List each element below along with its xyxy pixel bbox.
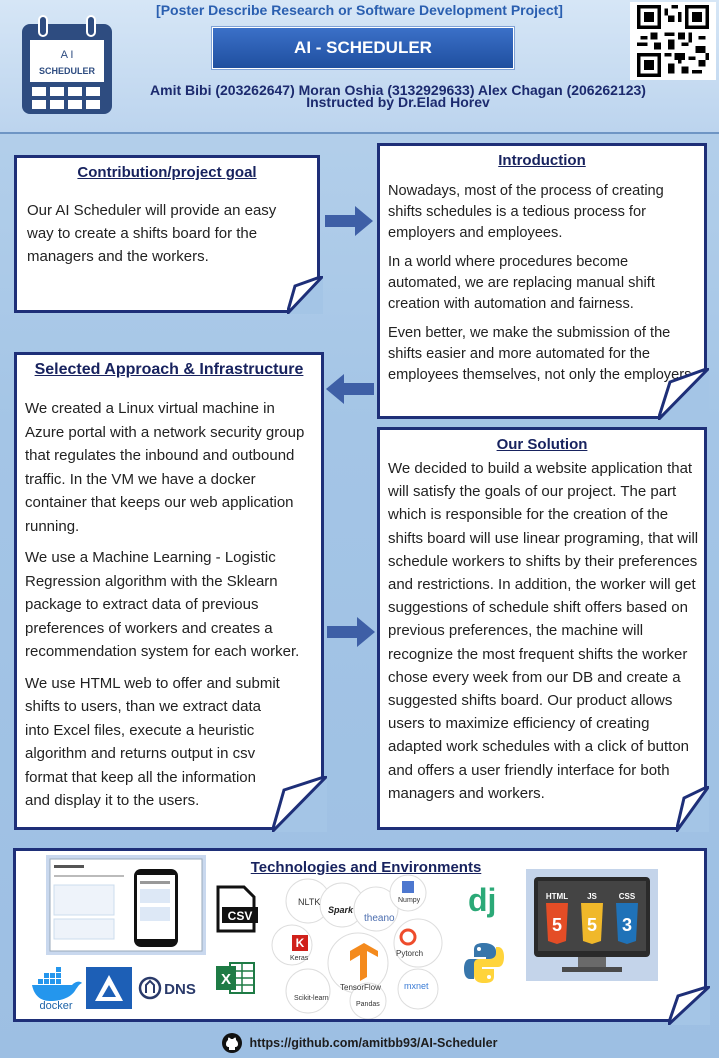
ml-label-spark: Spark — [328, 905, 354, 915]
arrow-right-icon — [327, 617, 375, 647]
ml-label-theano: theano — [364, 913, 395, 924]
page-fold-icon — [658, 368, 709, 420]
approach-paragraph-1: We created a Linux virtual machine in Az… — [25, 400, 305, 535]
csv-file-icon: CSV — [216, 885, 258, 933]
approach-title: Selected Approach & Infrastructure — [34, 361, 304, 378]
docker-icon: docker — [32, 967, 82, 1009]
introduction-paragraph-2: In a world where procedures become autom… — [388, 254, 655, 312]
django-label: dj — [468, 882, 497, 918]
github-icon — [221, 1033, 242, 1053]
goal-text: Our AI Scheduler will provide an easy wa… — [27, 202, 277, 265]
ml-label-keras: Keras — [290, 955, 309, 962]
poster-title: AI - SCHEDULER — [212, 27, 514, 69]
instructor: Instructed by Dr.Elad Horev — [306, 94, 490, 110]
css-label: CSS — [619, 892, 636, 901]
csv-label: CSV — [228, 909, 253, 923]
poster-type-label: [Poster Describe Research or Software De… — [156, 2, 563, 18]
ml-label-mxnet: mxnet — [404, 981, 429, 991]
python-icon — [464, 943, 504, 983]
introduction-paragraph-1: Nowadays, most of the process of creatin… — [388, 183, 664, 241]
github-link[interactable]: https://github.com/amitbb93/AI-Scheduler — [249, 1036, 498, 1050]
introduction-paragraph-3: Even better, we make the submission of t… — [388, 325, 696, 383]
ml-label-tensorflow: TensorFlow — [340, 983, 381, 992]
logo-text-ai: A I — [61, 49, 74, 61]
ml-libraries-cloud: K NLTK Spark theano Numpy Keras Pytorch … — [268, 873, 444, 1019]
goal-title: Contribution/project goal — [77, 164, 257, 181]
introduction-title: Introduction — [498, 152, 586, 169]
solution-panel: Our Solution We decided to build a websi… — [377, 427, 707, 830]
page-fold-icon — [676, 786, 709, 832]
svg-text:K: K — [296, 936, 305, 950]
goal-panel: Contribution/project goal Our AI Schedul… — [14, 155, 320, 313]
arrow-right-icon — [325, 206, 373, 236]
arrow-left-icon — [326, 374, 374, 404]
author-list: Amit Bibi (203262647) Moran Oshia (31329… — [150, 82, 646, 98]
authors: Amit Bibi (203262647) Moran Oshia (31329… — [138, 82, 658, 110]
calendar-logo-icon: A I SCHEDULER — [22, 15, 112, 114]
poster-header: [Poster Describe Research or Software De… — [0, 0, 719, 134]
ml-label-scikit-learn: Scikit-learn — [294, 995, 329, 1002]
excel-icon: X — [216, 962, 255, 994]
approach-paragraph-3: We use HTML web to offer and submit shif… — [25, 674, 280, 810]
ml-label-numpy: Numpy — [398, 897, 421, 904]
html-label: HTML — [546, 892, 568, 901]
technologies-title: Technologies and Environments — [250, 859, 482, 876]
ml-cloud-graphic: K — [271, 874, 443, 1019]
logo-text-scheduler: SCHEDULER — [39, 66, 96, 76]
ml-label-pytorch: Pytorch — [396, 949, 424, 958]
introduction-panel: Introduction Nowadays, most of the proce… — [377, 143, 707, 419]
ml-label-pandas: Pandas — [356, 1001, 380, 1008]
approach-panel: Selected Approach & Infrastructure We cr… — [14, 352, 324, 830]
ml-label-nltk: NLTK — [298, 897, 321, 907]
dns-label: DNS — [164, 981, 196, 998]
solution-title: Our Solution — [496, 436, 588, 453]
azure-icon — [86, 967, 132, 1009]
svg-text:5: 5 — [552, 915, 562, 935]
dns-icon: DNS — [138, 976, 196, 1000]
approach-paragraph-2: We use a Machine Learning - Logistic Reg… — [25, 549, 300, 660]
docker-label: docker — [39, 1000, 72, 1009]
svg-text:3: 3 — [622, 915, 632, 935]
solution-text: We decided to build a website applicatio… — [388, 460, 699, 802]
qr-code-icon — [630, 2, 716, 80]
page-fold-icon — [668, 986, 710, 1025]
django-icon: dj — [468, 883, 508, 923]
js-label: JS — [587, 892, 597, 901]
app-screenshot-image — [46, 855, 206, 955]
web-technologies-monitor-icon: 5 5 3 HTML JS CSS — [526, 869, 658, 981]
svg-text:X: X — [221, 971, 231, 988]
technologies-panel: Technologies and Environments CSV X dock… — [13, 848, 707, 1022]
svg-text:5: 5 — [587, 915, 597, 935]
page-fold-icon — [287, 276, 323, 314]
footer: https://github.com/amitbb93/AI-Scheduler — [0, 1028, 719, 1058]
page-fold-icon — [272, 776, 327, 832]
